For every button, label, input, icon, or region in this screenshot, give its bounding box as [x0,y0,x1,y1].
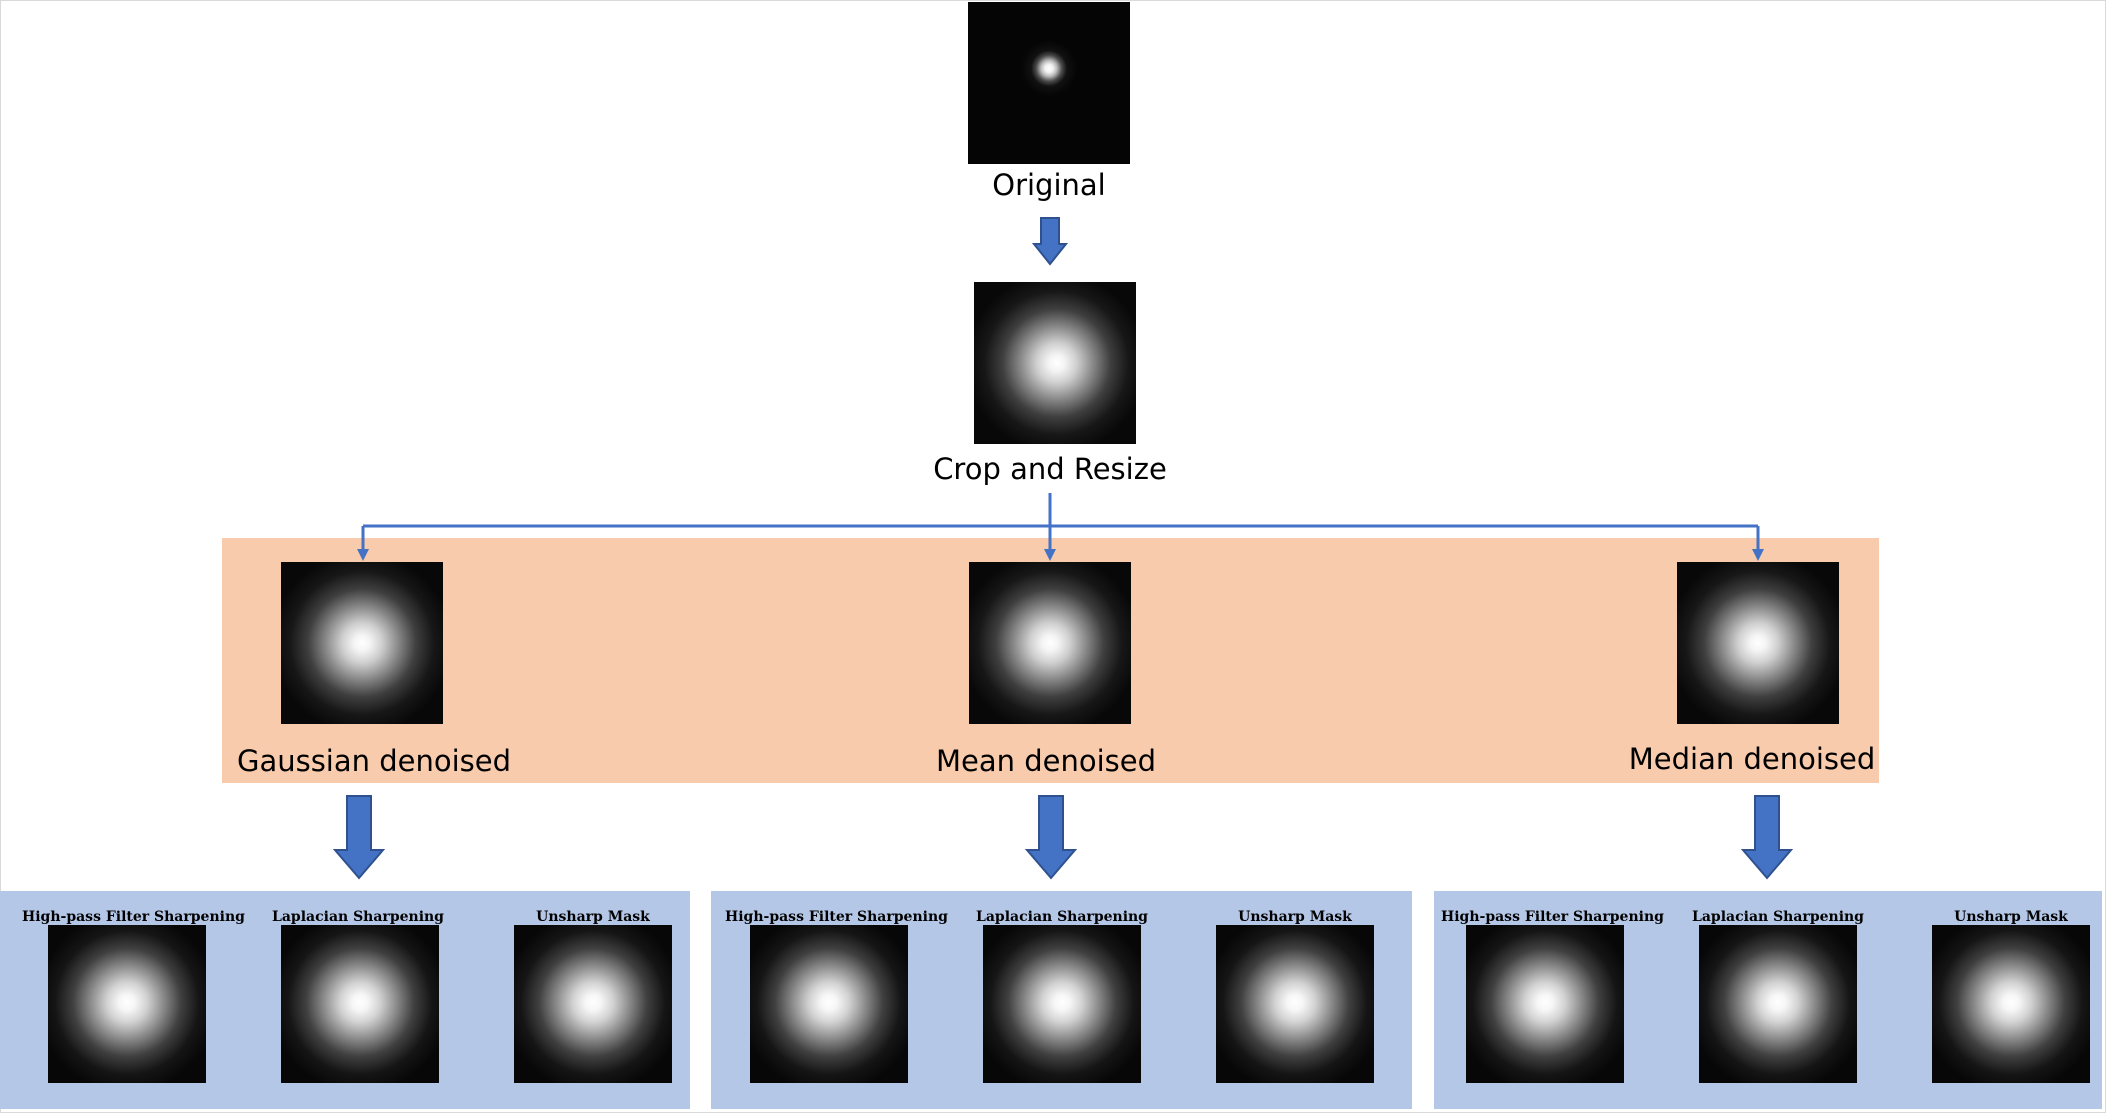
median-denoised-image [1677,562,1839,724]
crop-label: Crop and Resize [933,452,1167,486]
gaussian-highpass-label: High-pass Filter Sharpening [22,909,245,925]
median-unsharp-image [1932,925,2090,1083]
mean-highpass-image [750,925,908,1083]
gaussian-unsharp-label: Unsharp Mask [536,909,650,925]
arrow-gaussian-to-sharpen [332,795,386,880]
mean-unsharp-label: Unsharp Mask [1238,909,1352,925]
median-denoised-label: Median denoised [1628,742,1876,776]
branch-arrowhead-mean [1044,549,1056,561]
gaussian-denoised-image [281,562,443,724]
mean-unsharp-image [1216,925,1374,1083]
mean-laplacian-image [983,925,1141,1083]
arrow-median-to-sharpen [1740,795,1794,880]
gaussian-laplacian-label: Laplacian Sharpening [272,909,444,925]
median-laplacian-label: Laplacian Sharpening [1692,909,1864,925]
arrow-mean-to-sharpen [1024,795,1078,880]
median-unsharp-label: Unsharp Mask [1954,909,2068,925]
gaussian-highpass-image [48,925,206,1083]
median-laplacian-image [1699,925,1857,1083]
original-image [968,2,1130,164]
branch-arrowhead-median [1752,549,1764,561]
median-highpass-image [1466,925,1624,1083]
crop-image [974,282,1136,444]
mean-laplacian-label: Laplacian Sharpening [976,909,1148,925]
mean-highpass-label: High-pass Filter Sharpening [725,909,948,925]
mean-denoised-image [969,562,1131,724]
arrow-original-to-crop [1031,217,1069,266]
gaussian-unsharp-image [514,925,672,1083]
mean-denoised-label: Mean denoised [935,744,1157,778]
original-label: Original [992,168,1106,202]
gaussian-denoised-label: Gaussian denoised [236,744,512,778]
gaussian-laplacian-image [281,925,439,1083]
median-highpass-label: High-pass Filter Sharpening [1441,909,1664,925]
branch-arrowhead-gaussian [357,549,369,561]
